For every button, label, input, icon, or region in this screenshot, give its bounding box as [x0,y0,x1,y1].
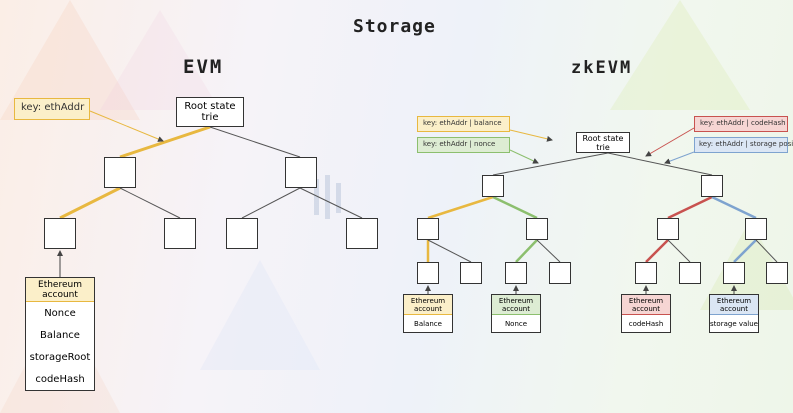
evm-root-node: Root state trie [176,97,244,127]
bg-triangle [200,260,320,370]
zk-account-card-nonce: Ethereum account Nonce [491,294,541,333]
zk-node [549,262,571,284]
evm-edge [119,187,181,219]
zk-account-header: Ethereum account [710,295,758,315]
zk-account-card-storage: Ethereum account storage value [709,294,759,333]
evm-field-balance: Balance [40,329,80,341]
evm-field-storageroot: storageRoot [29,351,91,363]
zk-account-header: Ethereum account [622,295,670,315]
evm-account-header: Ethereum account [26,278,94,302]
zk-account-header: Ethereum account [492,295,540,315]
zk-node [657,218,679,240]
zk-root-node: Root state trie [576,132,630,153]
zk-edge-blue [733,239,757,263]
evm-node [44,218,76,249]
zk-key-balance: key: ethAddr | balance [417,116,510,132]
zk-key-arrow-nonce [509,149,539,164]
zk-account-header: Ethereum account [404,295,452,315]
evm-key-label: key: ethAddr [14,98,90,120]
evm-edge [299,187,363,219]
zk-edge [667,239,691,263]
zk-edge-red [667,195,713,220]
zk-node [766,262,788,284]
page-title: Storage [353,16,436,37]
zk-key-arrow-codehash [645,127,695,157]
zk-edge [536,239,561,263]
zk-node [679,262,701,284]
zk-node [635,262,657,284]
zk-edge-green [492,195,538,220]
zk-node [701,175,723,197]
zk-edge [427,239,472,263]
evm-edge [209,126,301,158]
zk-node [723,262,745,284]
zk-key-arrow-storage [664,151,695,165]
zk-account-value: storage value [710,320,758,328]
zk-account-value: Nonce [504,320,528,328]
evm-heading: EVM [183,56,224,78]
zk-key-nonce: key: ethAddr | nonce [417,137,510,153]
zk-account-card-balance: Ethereum account Balance [403,294,453,333]
zk-edge-green [515,239,538,263]
evm-node [164,218,196,249]
watermark-logo-icon [310,175,350,223]
zk-node [417,262,439,284]
evm-node [226,218,258,249]
evm-edge [241,187,301,219]
zkevm-heading: zkEVM [571,58,633,78]
evm-node [285,157,317,188]
zk-edge [492,152,609,176]
zk-node [526,218,548,240]
zk-node [460,262,482,284]
zk-node [417,218,439,240]
evm-edge-highlight [119,125,211,159]
evm-field-nonce: Nonce [44,307,76,319]
bg-triangle [100,10,220,110]
zk-key-codehash: key: ethAddr | codeHash [694,116,788,132]
zk-node [505,262,527,284]
evm-field-codehash: codeHash [35,373,85,385]
zk-edge [607,152,713,176]
zk-account-value: Balance [414,320,442,328]
evm-node [346,218,378,249]
zk-node [482,175,504,197]
zk-key-storage: key: ethAddr | storage position [694,137,793,153]
zk-node [745,218,767,240]
evm-edge-highlight [59,186,121,220]
zk-edge-red [645,239,669,263]
evm-account-card: Ethereum account Nonce Balance storageRo… [25,277,95,391]
zk-edge-blue [711,195,757,220]
bg-triangle [610,0,750,110]
zk-account-card-codehash: Ethereum account codeHash [621,294,671,333]
zk-account-value: codeHash [628,320,664,328]
evm-node [104,157,136,188]
zk-key-arrow-balance [509,129,553,142]
zk-edge-yellow [427,195,494,220]
zk-edge [755,239,778,263]
evm-key-arrow [89,110,164,142]
